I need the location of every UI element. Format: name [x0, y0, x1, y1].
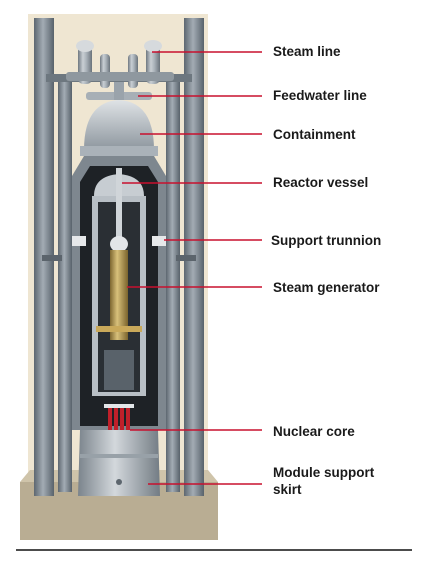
- steam-pipe-mid-left: [100, 54, 110, 88]
- steam-generator-riser: [110, 250, 128, 340]
- feedwater-piping: [86, 82, 152, 100]
- core-rod-4: [126, 408, 130, 430]
- steam-pipe-mid-right: [128, 54, 138, 88]
- column-left-inner: [58, 82, 72, 492]
- label-module-support-skirt-line1: Module support: [273, 465, 375, 480]
- leader-lines: [122, 51, 262, 485]
- label-feedwater-line: Feedwater line: [273, 88, 367, 103]
- feedwater-riser: [114, 82, 124, 100]
- trunnion-right: [152, 236, 166, 246]
- valve-left: [76, 40, 94, 52]
- label-reactor-vessel: Reactor vessel: [273, 175, 368, 190]
- bracket-left: [42, 255, 62, 261]
- steam-header: [66, 72, 174, 81]
- nuclear-core: [104, 350, 134, 430]
- skirt-band: [80, 454, 158, 458]
- label-steam-generator: Steam generator: [273, 280, 380, 295]
- skirt-shell: [78, 430, 160, 496]
- label-module-support-skirt-line2: skirt: [273, 482, 302, 497]
- steam-generator: [96, 236, 142, 340]
- core-upper-internals: [104, 350, 134, 390]
- label-support-trunnion: Support trunnion: [271, 233, 381, 248]
- core-rod-2: [114, 408, 118, 430]
- support-trunnions: [72, 236, 166, 246]
- control-rod-drive: [116, 168, 122, 238]
- label-containment: Containment: [273, 127, 356, 142]
- valve-right: [144, 40, 162, 52]
- trunnion-left: [72, 236, 86, 246]
- label-nuclear-core: Nuclear core: [273, 424, 355, 439]
- bracket-right: [176, 255, 196, 261]
- core-rod-3: [120, 408, 124, 430]
- steam-generator-band: [96, 326, 142, 332]
- module-support-skirt: [78, 430, 160, 496]
- steam-generator-cap: [110, 236, 128, 252]
- containment-dome: [84, 100, 154, 150]
- component-labels: Steam line Feedwater line Containment Re…: [271, 44, 381, 497]
- core-baffle: [104, 404, 134, 408]
- label-steam-line: Steam line: [273, 44, 341, 59]
- skirt-port: [116, 479, 122, 485]
- containment-flange: [80, 146, 158, 156]
- core-rod-1: [108, 408, 112, 430]
- steam-line-piping: [66, 40, 174, 88]
